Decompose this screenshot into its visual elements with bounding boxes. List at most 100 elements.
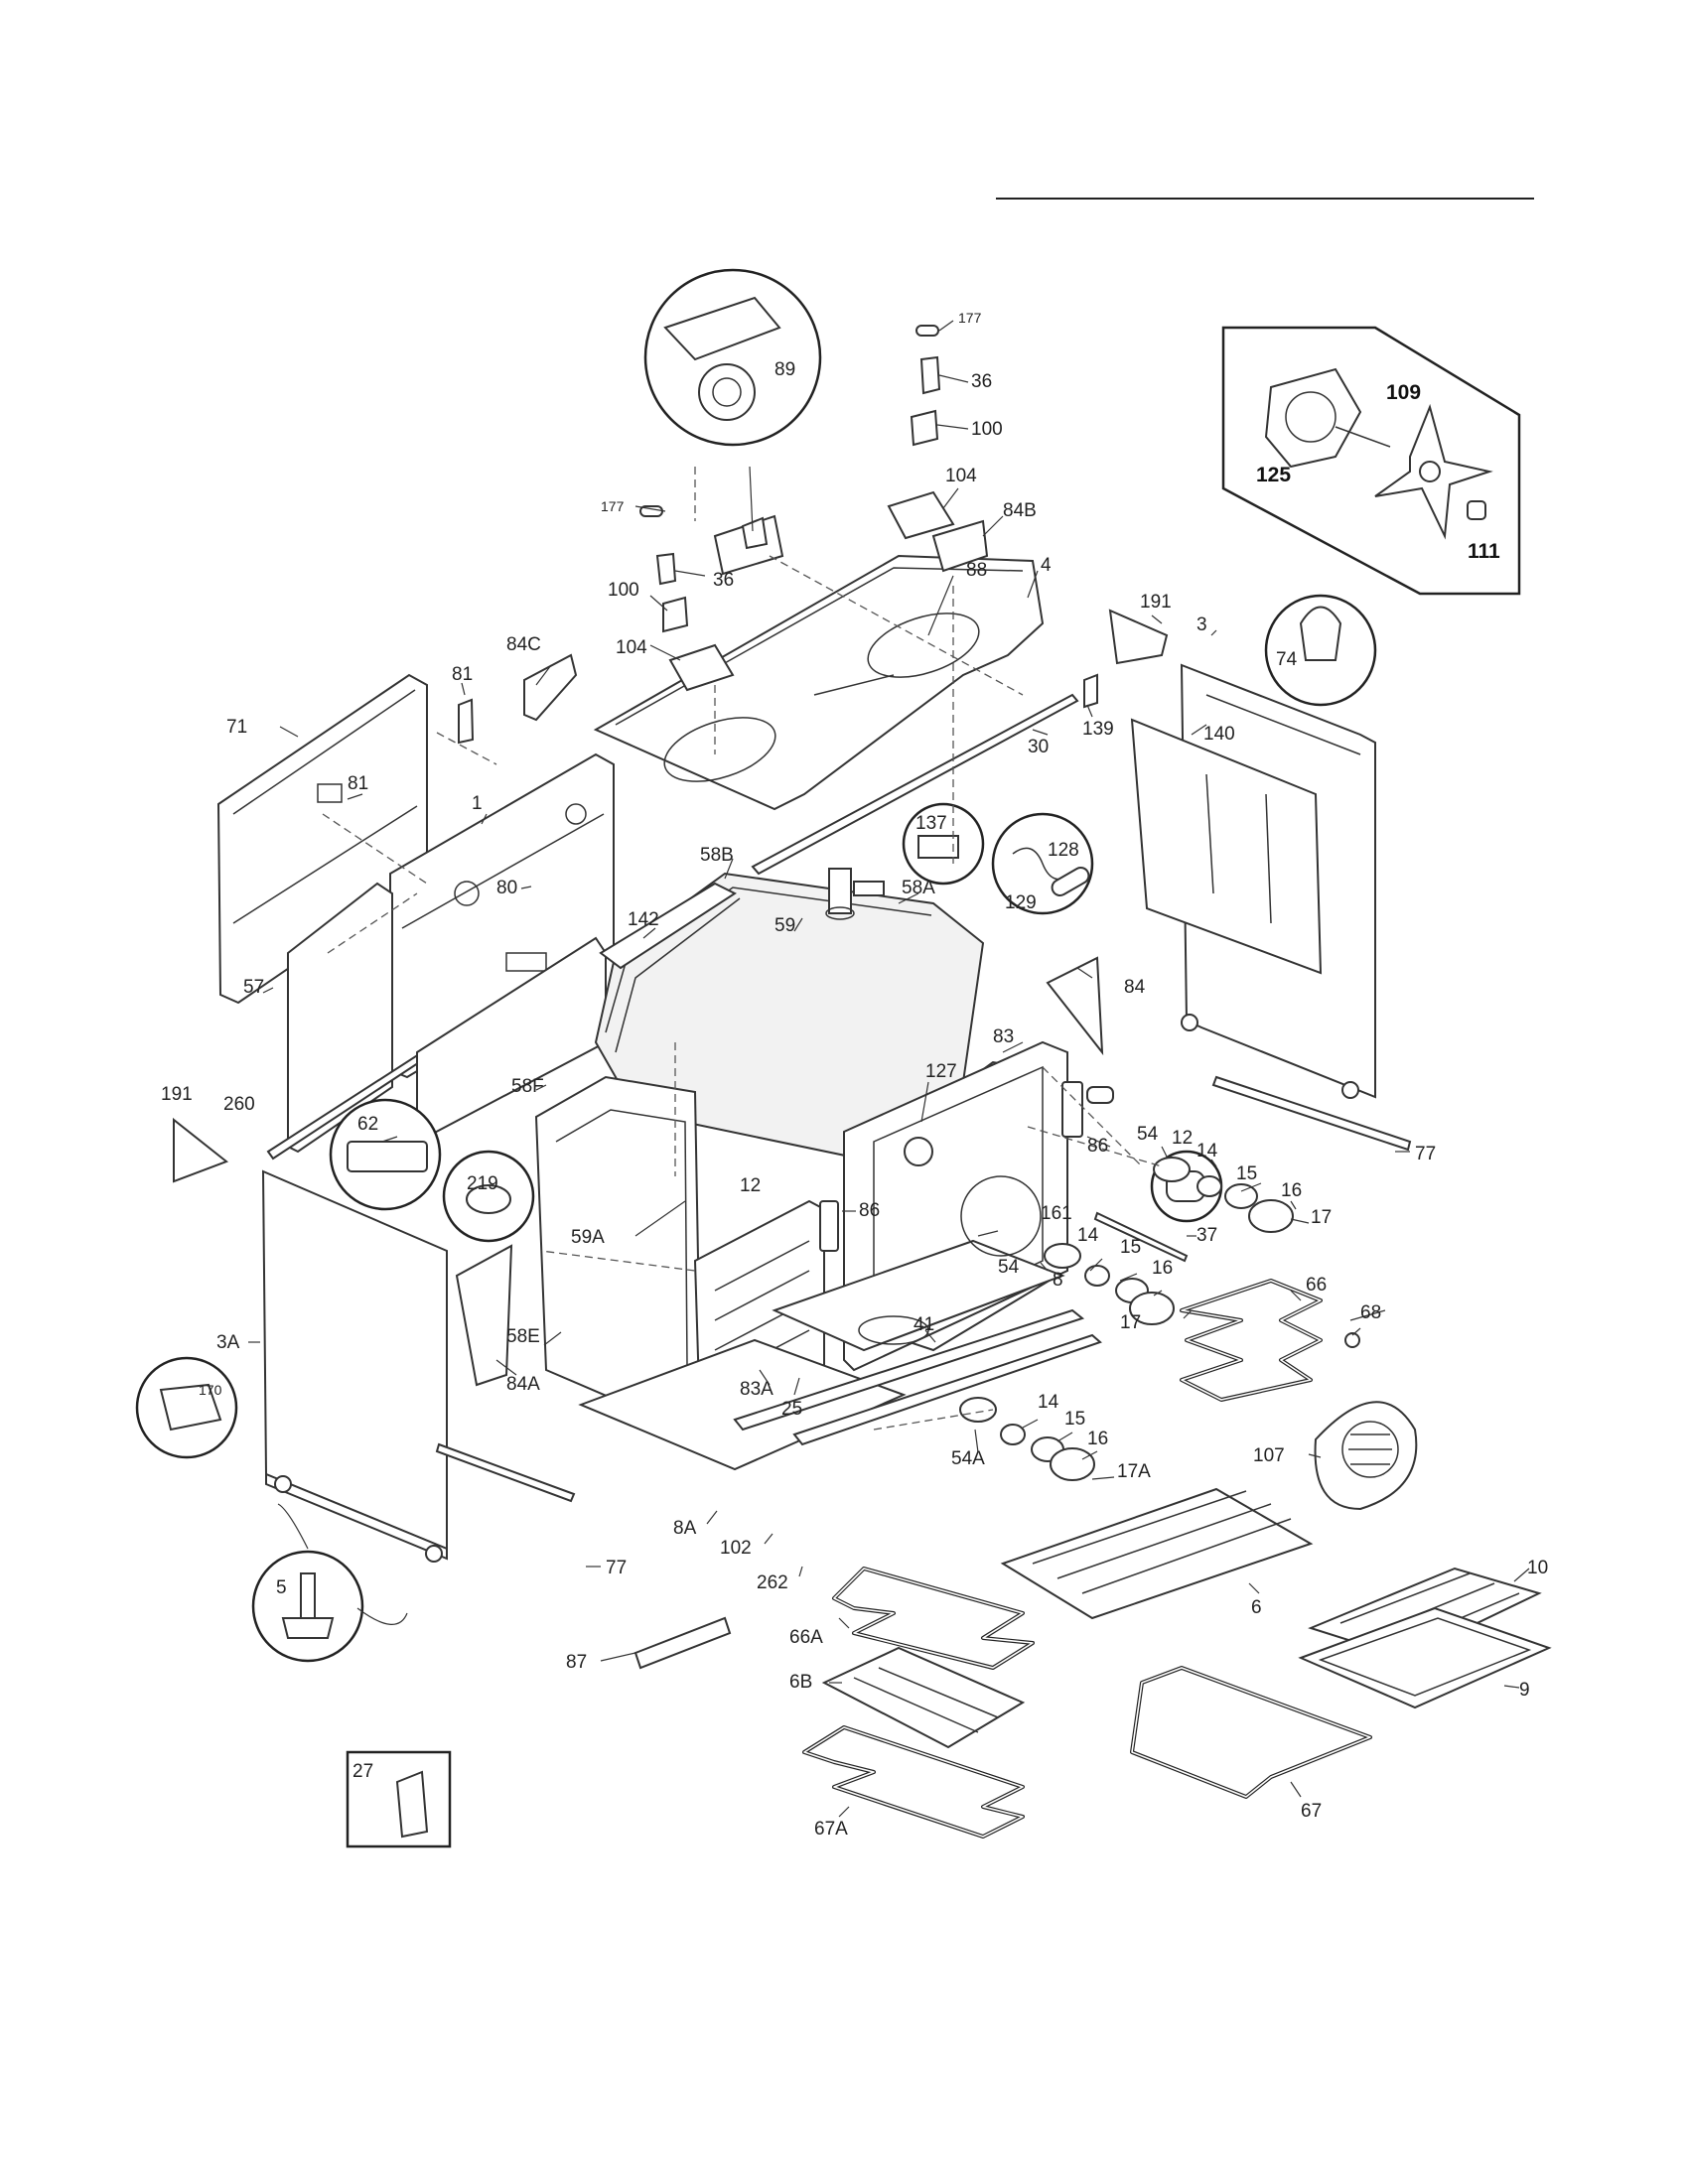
label-12: 12	[740, 1175, 761, 1196]
label-191: 191	[161, 1084, 193, 1105]
label-137: 137	[915, 813, 947, 834]
label-191: 191	[1140, 592, 1172, 613]
label-41: 41	[914, 1314, 934, 1335]
detail-circle-89	[643, 268, 822, 447]
bracket-84	[1046, 956, 1104, 1056]
element-67A	[802, 1725, 1025, 1839]
bracket-139	[1083, 673, 1098, 709]
label-177: 177	[958, 310, 982, 326]
oven-floor-41	[772, 1239, 1065, 1352]
label-58B: 58B	[700, 845, 734, 866]
label-161: 161	[1041, 1203, 1072, 1224]
bottom-plate-8A	[578, 1338, 907, 1471]
label-58A: 58A	[902, 878, 935, 898]
fan-blade-109	[1374, 403, 1493, 540]
label-81: 81	[452, 664, 473, 685]
label-57: 57	[243, 977, 264, 998]
label-77: 77	[606, 1558, 627, 1578]
lower-rail-77-left	[435, 1442, 576, 1503]
label-8A: 8A	[673, 1518, 697, 1539]
label-139: 139	[1082, 719, 1114, 740]
label-67A: 67A	[814, 1819, 848, 1840]
label-88: 88	[966, 560, 987, 581]
label-59: 59	[774, 915, 795, 936]
label-4: 4	[1041, 555, 1052, 576]
leader-lines	[248, 320, 1530, 1818]
label-3: 3	[1196, 614, 1207, 635]
label-140: 140	[1203, 724, 1235, 745]
label-84B: 84B	[1003, 500, 1037, 521]
lamp-assembly-upper	[1153, 1157, 1294, 1233]
label-27: 27	[352, 1761, 373, 1782]
label-125: 125	[1256, 464, 1291, 486]
convection-motor-bracket	[713, 514, 784, 576]
label-100: 100	[971, 419, 1003, 440]
label-16: 16	[1087, 1429, 1108, 1449]
label-74: 74	[1276, 649, 1298, 670]
front-trim-262	[792, 1333, 1102, 1446]
label-14: 14	[1196, 1141, 1218, 1161]
label-15: 15	[1236, 1163, 1257, 1184]
label-66: 66	[1306, 1275, 1327, 1296]
rack-6B	[821, 1646, 1026, 1749]
bracket-191-left	[173, 1117, 229, 1183]
label-111: 111	[1468, 540, 1500, 563]
grommet-68	[1344, 1332, 1360, 1348]
label-68: 68	[1360, 1302, 1381, 1323]
broil-element-66A	[832, 1567, 1035, 1670]
clip-group-right	[887, 325, 989, 573]
label-128: 128	[1048, 840, 1079, 861]
label-36: 36	[713, 570, 734, 591]
label-54A: 54A	[951, 1448, 985, 1469]
label-127: 127	[925, 1061, 957, 1082]
label-16: 16	[1281, 1180, 1302, 1201]
label-59A: 59A	[571, 1227, 605, 1248]
side-panel-3A	[261, 1169, 448, 1561]
label-66A: 66A	[789, 1627, 823, 1648]
label-1: 1	[472, 793, 483, 814]
label-86: 86	[859, 1200, 880, 1221]
label-9: 9	[1519, 1680, 1530, 1701]
fan-nut-111	[1467, 500, 1486, 520]
bracket-81-top	[458, 698, 475, 745]
label-17: 17	[1120, 1312, 1141, 1333]
label-10: 10	[1527, 1558, 1548, 1578]
hinge-86-left	[819, 1200, 839, 1252]
label-87: 87	[566, 1652, 587, 1673]
heat-shield-58B	[599, 882, 738, 970]
top-panel	[593, 554, 1045, 811]
leveling-foot-right-2	[1341, 1081, 1359, 1099]
label-104: 104	[616, 637, 647, 658]
label-129: 129	[1005, 892, 1037, 913]
label-30: 30	[1028, 737, 1049, 757]
label-177: 177	[601, 498, 625, 514]
label-25: 25	[781, 1399, 802, 1420]
label-100: 100	[608, 580, 639, 601]
label-15: 15	[1064, 1409, 1085, 1430]
broil-pan-9	[1298, 1606, 1552, 1709]
bracket-84A	[455, 1244, 513, 1387]
label-58E: 58E	[506, 1326, 540, 1347]
oven-rack-6	[1000, 1487, 1314, 1620]
label-6: 6	[1251, 1597, 1262, 1618]
hinge-86-right	[1061, 1081, 1083, 1138]
front-rail-102	[733, 1308, 1085, 1432]
label-17A: 17A	[1117, 1461, 1151, 1482]
side-insulation-140	[1130, 718, 1323, 975]
label-8: 8	[1053, 1270, 1063, 1291]
label-80: 80	[496, 878, 517, 898]
fan-cover-107	[1314, 1401, 1418, 1511]
part-labels: 177 36 100 104 84B 89 177 36 100 104 88 …	[161, 310, 1548, 1840]
label-84A: 84A	[506, 1374, 540, 1395]
label-5: 5	[276, 1577, 287, 1598]
element-161	[960, 1175, 1042, 1257]
label-14: 14	[1077, 1225, 1099, 1246]
convection-motor-125	[1264, 367, 1391, 469]
label-84C: 84C	[506, 634, 541, 655]
label-84: 84	[1124, 977, 1146, 998]
label-54: 54	[998, 1257, 1020, 1278]
bracket-191-top	[1108, 609, 1169, 665]
lower-rail-77-right	[1211, 1075, 1412, 1152]
label-12: 12	[1172, 1128, 1193, 1149]
